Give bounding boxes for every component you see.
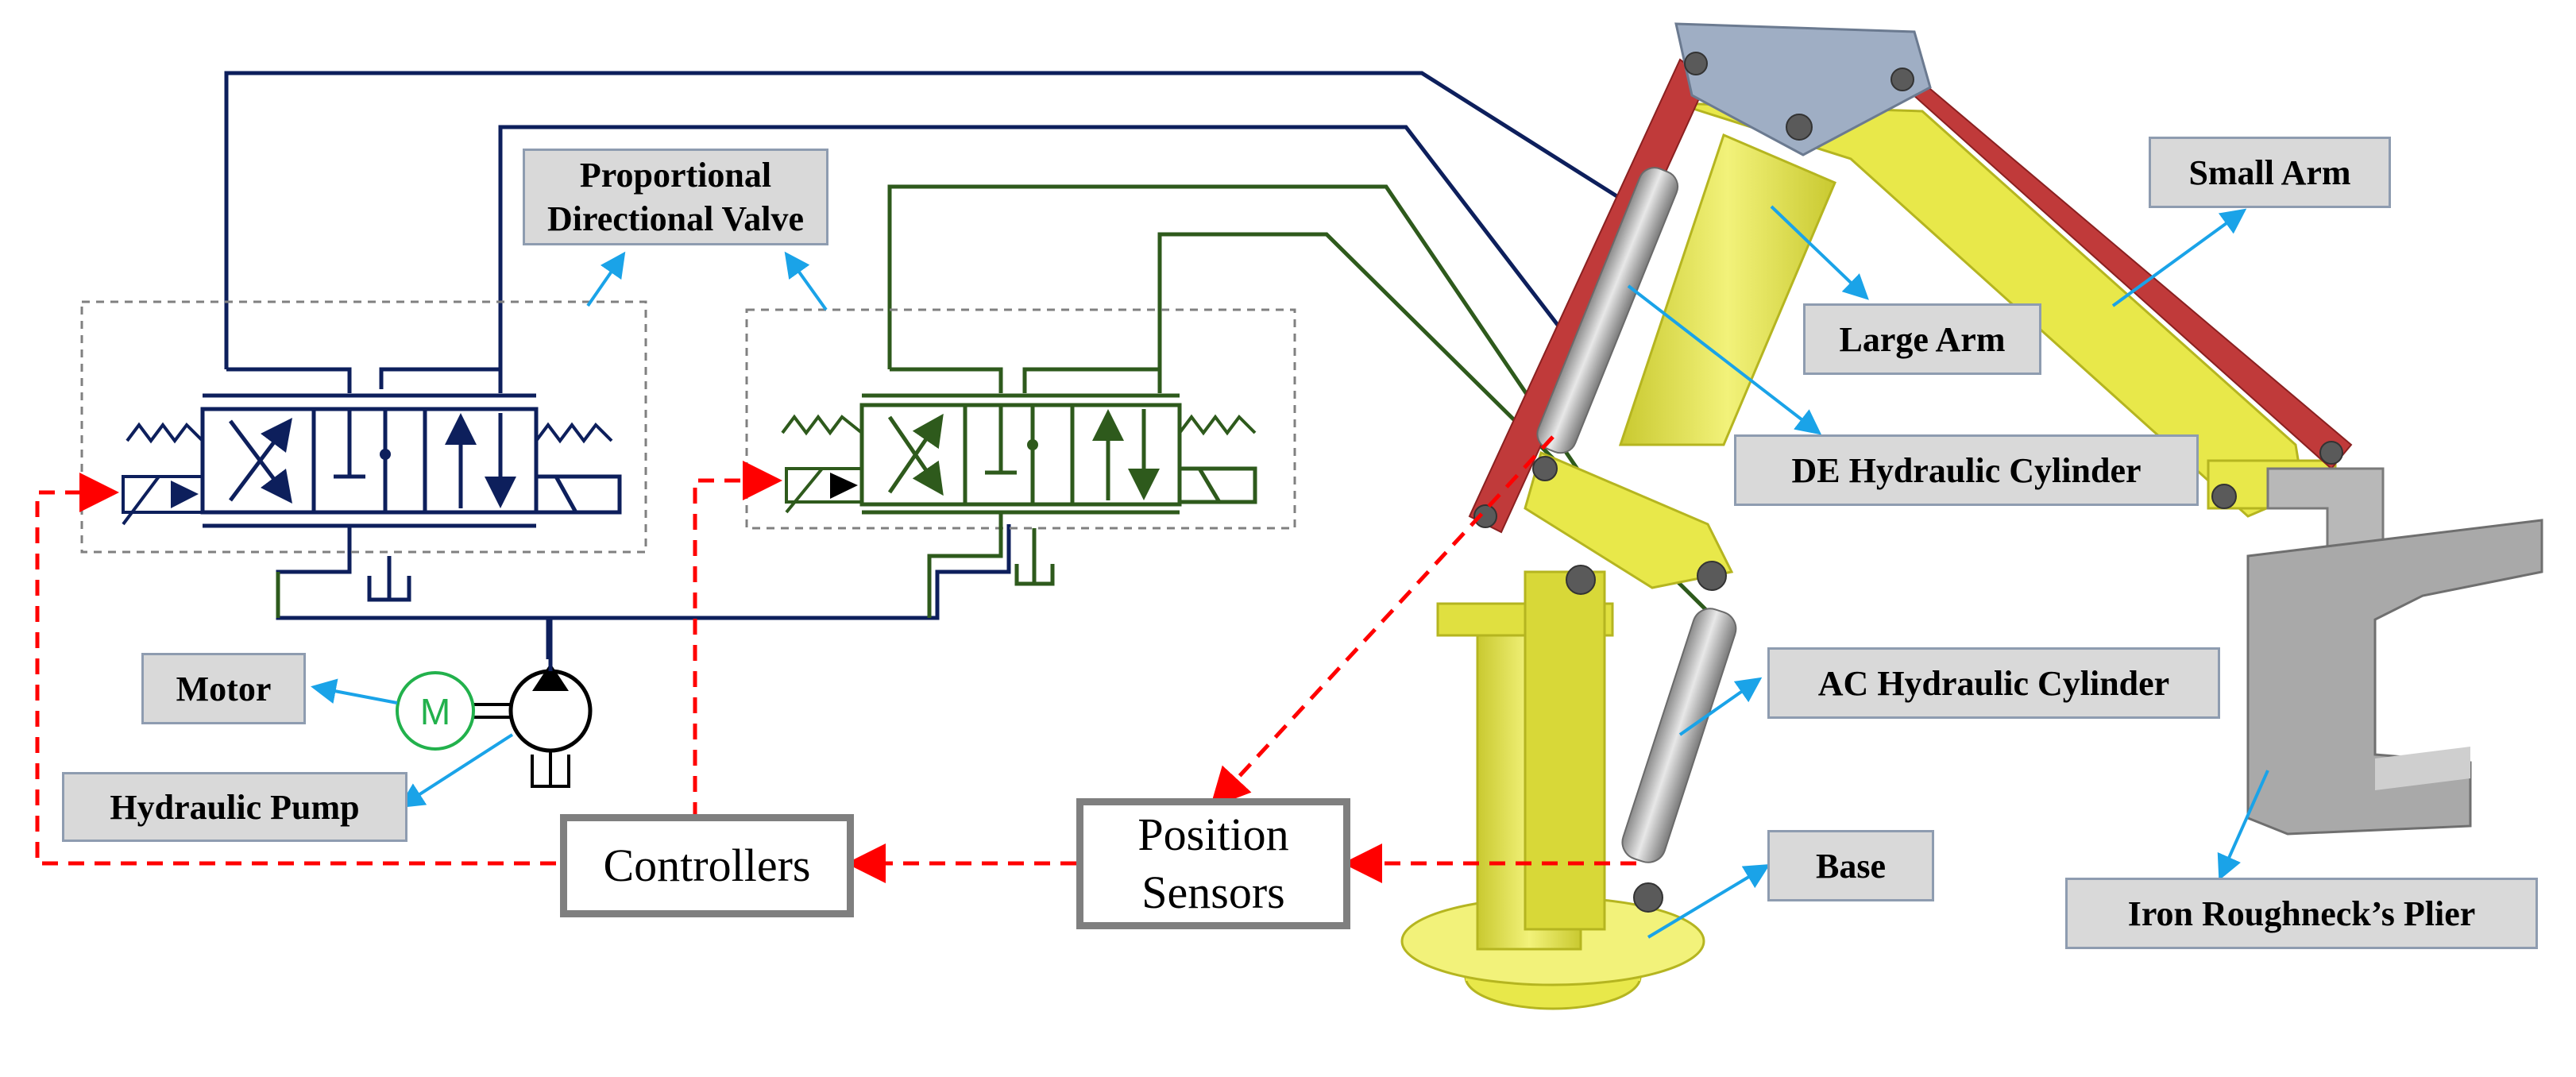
proportional-valve-text: Proportional Directional Valve [546,156,805,238]
motor-text: Motor [176,669,272,708]
plier-text: Iron Roughneck’s Plier [2127,894,2476,933]
de-cylinder-text: DE Hydraulic Cylinder [1791,450,2142,490]
spring-icon [126,422,204,444]
label-motor: Motor [141,653,306,724]
base-text: Base [1816,846,1886,886]
solenoid-icon [785,467,863,514]
label-base: Base [1767,830,1934,901]
proportional-valve-left [80,300,647,602]
motor-symbol: M [420,691,450,732]
controllers-box: Controllers [560,814,854,917]
large-arm-text: Large Arm [1839,319,2006,359]
label-small-arm: Small Arm [2149,137,2391,208]
spring-icon [1178,414,1257,436]
spring-icon [535,422,613,444]
label-large-arm: Large Arm [1803,303,2041,375]
signal-lines [35,435,1636,883]
controllers-text: Controllers [603,840,811,892]
small-arm-text: Small Arm [2188,152,2351,192]
label-de-cylinder: DE Hydraulic Cylinder [1734,434,2199,506]
navy-hydraulic-lines [224,71,1650,659]
spring-icon [781,414,863,436]
position-sensors-text: Position Sensors [1137,809,1289,918]
label-ac-cylinder: AC Hydraulic Cylinder [1767,647,2220,719]
label-proportional-valve: Proportional Directional Valve [523,149,828,245]
solenoid-icon [122,475,204,526]
green-hydraulic-lines [276,184,1709,618]
robot-arm [1400,22,2543,1010]
callout-lines [311,205,2269,939]
pump-icon [474,618,593,788]
label-plier: Iron Roughneck’s Plier [2065,878,2538,949]
proportional-valve-right [745,308,1296,618]
ac-cylinder-text: AC Hydraulic Cylinder [1817,663,2170,703]
hydraulic-pump-text: Hydraulic Pump [110,787,360,827]
label-hydraulic-pump: Hydraulic Pump [62,772,407,842]
position-sensors-box: Position Sensors [1076,798,1350,929]
motor-icon: M [396,671,475,751]
